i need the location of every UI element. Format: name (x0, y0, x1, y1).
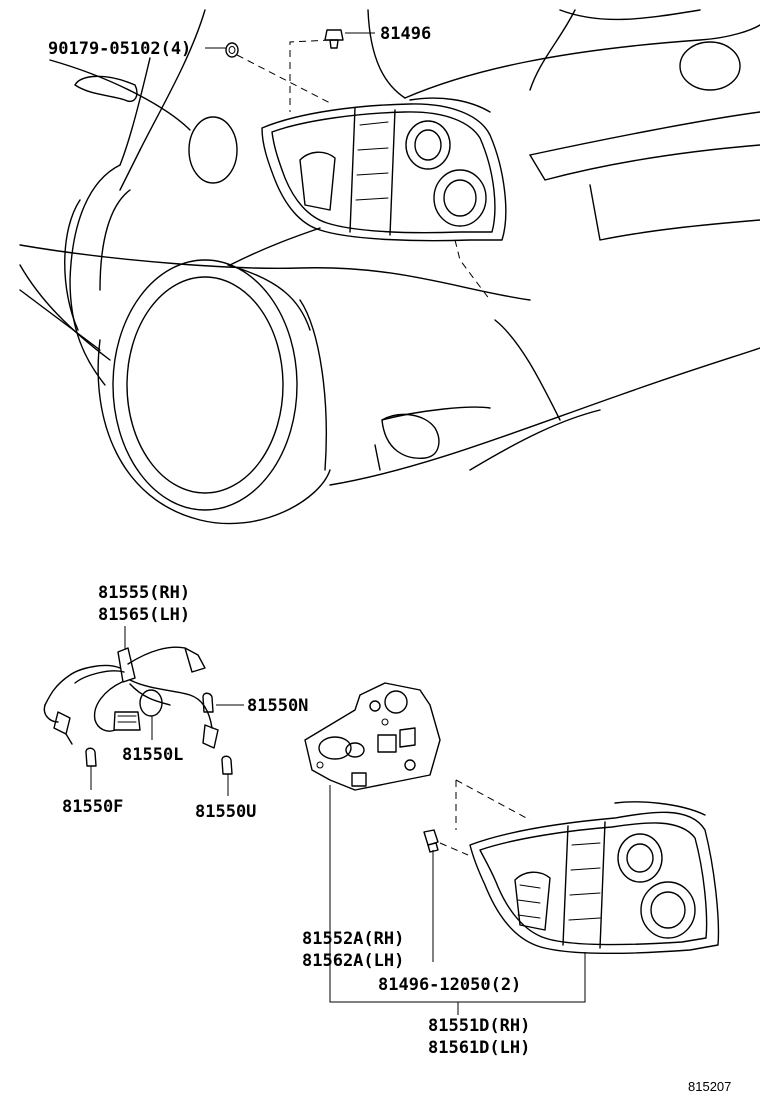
clip-81496 (324, 29, 344, 49)
socket-and-wire-assembly (43, 646, 219, 749)
screw-81496-12050 (423, 829, 439, 853)
callout-81551d-rh: 81551D(RH) (428, 1016, 530, 1036)
bulb-81550f (85, 747, 97, 767)
vehicle-rear-body (19, 9, 760, 525)
callout-81550u: 81550U (195, 802, 256, 822)
callout-81496-12050: 81496-12050(2) (378, 975, 521, 995)
figure-code: 815207 (688, 1079, 731, 1094)
nut-90179-05102 (225, 42, 239, 58)
bulb-81550n (202, 692, 214, 713)
gasket-plate (304, 682, 441, 791)
callout-81555-rh: 81555(RH) (98, 583, 190, 603)
callout-81565-lh: 81565(LH) (98, 605, 190, 625)
installed-tail-lamp (261, 97, 507, 242)
rear-combination-lamp-unit (469, 801, 720, 954)
callout-81552a-rh: 81552A(RH) (302, 929, 404, 949)
callout-81550f: 81550F (62, 797, 123, 817)
callout-81550l: 81550L (122, 745, 183, 765)
callout-81496: 81496 (380, 24, 431, 44)
callout-90179-05102: 90179-05102(4) (48, 39, 191, 59)
bulb-81550l (139, 689, 163, 717)
callout-81562a-lh: 81562A(LH) (302, 951, 404, 971)
bulb-81550u (221, 755, 233, 775)
callout-81561d-lh: 81561D(LH) (428, 1038, 530, 1058)
callout-81550n: 81550N (247, 696, 308, 716)
